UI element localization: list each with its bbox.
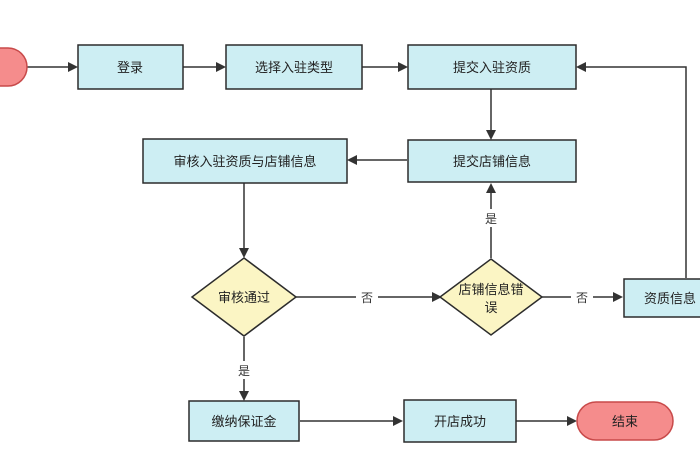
edges	[27, 62, 687, 426]
edge-qual-info-to-submit-qual	[576, 62, 687, 278]
edge-label-no-2: 否	[576, 291, 588, 305]
node-open-success: 开店成功	[403, 399, 517, 443]
node-submit-qual: 提交入驻资质	[407, 44, 577, 90]
node-login-label: 登录	[117, 61, 143, 76]
edge-label-no-1: 否	[361, 291, 373, 305]
node-submit-store: 提交店铺信息	[407, 139, 577, 183]
edge-label-yes-2: 是	[238, 364, 250, 378]
node-review-label: 审核入驻资质与店铺信息	[173, 154, 316, 170]
decision-approved-label: 审核通过	[218, 291, 270, 306]
end-terminal-label: 结束	[612, 415, 638, 430]
node-select-type-label: 选择入驻类型	[255, 61, 333, 76]
decision-store-info-error: 店铺信息错 误	[438, 258, 544, 336]
node-submit-store-label: 提交店铺信息	[453, 154, 531, 170]
decision-approved: 审核通过	[190, 257, 298, 337]
start-terminal	[0, 47, 28, 87]
node-submit-qual-label: 提交入驻资质	[453, 60, 531, 76]
decision-store-info-error-label-line2: 误	[484, 301, 497, 316]
node-pay-deposit: 缴纳保证金	[188, 400, 300, 442]
edge-label-yes-1: 是	[485, 212, 497, 226]
node-open-success-label: 开店成功	[434, 415, 486, 430]
node-qual-info: 资质信息	[623, 278, 700, 318]
decision-store-info-error-label-line1: 店铺信息错	[458, 282, 523, 298]
node-login: 登录	[77, 44, 184, 90]
end-terminal: 结束	[576, 401, 674, 441]
node-select-type: 选择入驻类型	[225, 44, 363, 90]
node-review: 审核入驻资质与店铺信息	[142, 138, 348, 184]
node-qual-info-label: 资质信息	[644, 291, 696, 307]
node-pay-deposit-label: 缴纳保证金	[211, 414, 276, 430]
